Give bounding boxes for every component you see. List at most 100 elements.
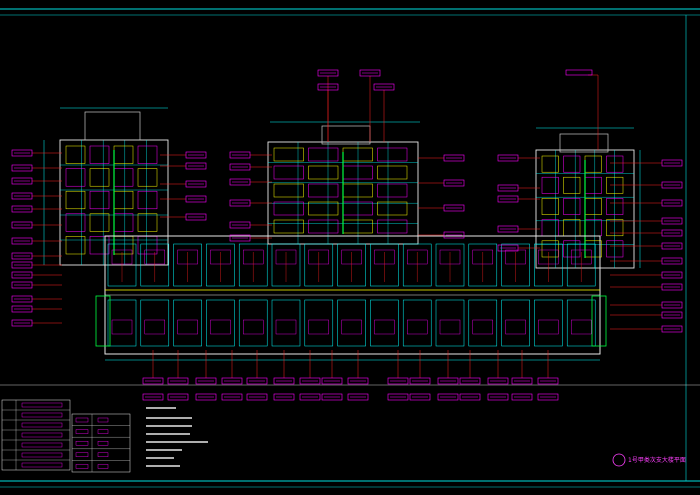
legend-2-entry: [75, 417, 89, 423]
bottom-room: [370, 299, 399, 347]
callout-tags: [11, 69, 683, 401]
bottom-callout-tag: [409, 377, 431, 385]
center-wing-room: [273, 183, 304, 198]
bottom-room: [435, 299, 465, 347]
bottom-room: [402, 299, 432, 347]
center-right-callout-tag: [443, 204, 465, 212]
bottom-room-fixture: [308, 319, 329, 335]
top-room: [337, 243, 366, 287]
drawing-title: 1号甲类次支大楼平面: [628, 456, 686, 464]
left-wing-room: [137, 213, 158, 232]
bottom-room-fixture: [505, 319, 526, 335]
right-wing-room: [563, 240, 581, 258]
right-wing-room: [563, 176, 581, 194]
right-callout-tag: [661, 229, 683, 237]
bottom-callout-tag: [142, 377, 164, 385]
left-wing-room: [89, 168, 110, 187]
top-right-callout-tag: [565, 69, 593, 76]
left-wing-room: [65, 145, 86, 164]
top-room: [534, 243, 563, 287]
center-wing-room: [308, 183, 339, 198]
bottom-room-fixture: [407, 319, 428, 335]
left-callout-tag: [11, 305, 33, 313]
floor-plan: [43, 107, 641, 361]
top-room: [271, 243, 301, 287]
bottom-room: [238, 299, 268, 347]
left-wing-room: [137, 190, 158, 210]
bottom-callout-tag: [537, 377, 559, 385]
legend-2-symbol: [97, 417, 109, 423]
bottom-callout-tag: [437, 377, 459, 385]
center-wing-room: [342, 147, 373, 162]
bottom-room-fixture: [374, 319, 395, 335]
center-left-callout-tag: [229, 151, 251, 159]
center-wing-room: [342, 183, 373, 198]
top-callout-tag: [359, 69, 381, 77]
right-wing-room: [606, 198, 624, 215]
right-callout-tag: [661, 181, 683, 189]
title-block: 1号甲类次支大楼平面: [612, 453, 686, 467]
bottom-callout-tag: [511, 377, 533, 385]
left-wing-room: [137, 145, 158, 164]
top-room: [206, 243, 235, 287]
right-callout-tag: [661, 199, 683, 207]
bottom-callout-tag-2: [321, 393, 343, 401]
top-room: [566, 243, 596, 287]
right-wing-room: [541, 155, 559, 173]
drawing-border: [0, 8, 700, 488]
left-wing-room: [65, 236, 86, 255]
left-callout-tag: [11, 252, 33, 260]
center-wing-room: [377, 165, 408, 180]
right-callout-tag: [661, 283, 683, 291]
bottom-room: [271, 299, 301, 347]
legend-entry: [21, 452, 63, 458]
legend-table-outline: [1, 399, 71, 471]
legend-table-2-outline: [71, 413, 131, 473]
top-room: [173, 243, 202, 287]
center-wing-room: [308, 201, 339, 216]
center-wing-room: [342, 165, 373, 180]
top-room: [370, 243, 399, 287]
right-roof-element: [559, 133, 609, 153]
top-callout-tag: [317, 69, 339, 77]
left-wing-room: [89, 213, 110, 232]
bottom-room-fixture: [472, 319, 493, 335]
left-callout-tag: [11, 205, 33, 213]
center-wing-room: [377, 201, 408, 216]
left-callout-tag: [11, 237, 33, 245]
legend-entry: [21, 412, 63, 418]
right-wing-room: [584, 176, 602, 194]
center-wing-room: [342, 201, 373, 216]
bottom-room-fixture: [275, 319, 297, 335]
center-wing-room: [273, 165, 304, 180]
bottom-callout-tag-2: [437, 393, 459, 401]
center-left-callout-tag: [229, 163, 251, 171]
left-wing-room: [137, 168, 158, 187]
circular-stamp-icon: [612, 453, 626, 467]
east-stair: [591, 295, 607, 347]
right-wing-room: [606, 155, 624, 173]
right-wing-room: [541, 219, 559, 237]
left-wing-callout-tag: [185, 151, 207, 159]
bottom-room: [468, 299, 498, 347]
legend-2-entry: [75, 441, 89, 446]
top-room: [304, 243, 334, 287]
right-wing-room: [606, 240, 624, 258]
left-callout-tag: [11, 319, 33, 327]
left-callout-tag: [11, 221, 33, 229]
center-wing-room: [342, 219, 373, 234]
bottom-callout-tag: [459, 377, 481, 385]
center-wing-room: [308, 165, 339, 180]
right-callout-tag: [661, 301, 683, 309]
bottom-callout-tag-2: [387, 393, 409, 401]
bottom-callout-tag-2: [299, 393, 321, 401]
center-wing-room: [377, 147, 408, 162]
left-callout-tag: [11, 149, 33, 157]
bottom-room: [337, 299, 366, 347]
left-wing-room: [65, 168, 86, 187]
bottom-callout-tag: [195, 377, 217, 385]
right-wing-room: [541, 240, 559, 258]
right-wing-callout-tag: [497, 195, 519, 203]
left-callout-tag: [11, 192, 33, 200]
bottom-callout-tag-2: [167, 393, 189, 401]
